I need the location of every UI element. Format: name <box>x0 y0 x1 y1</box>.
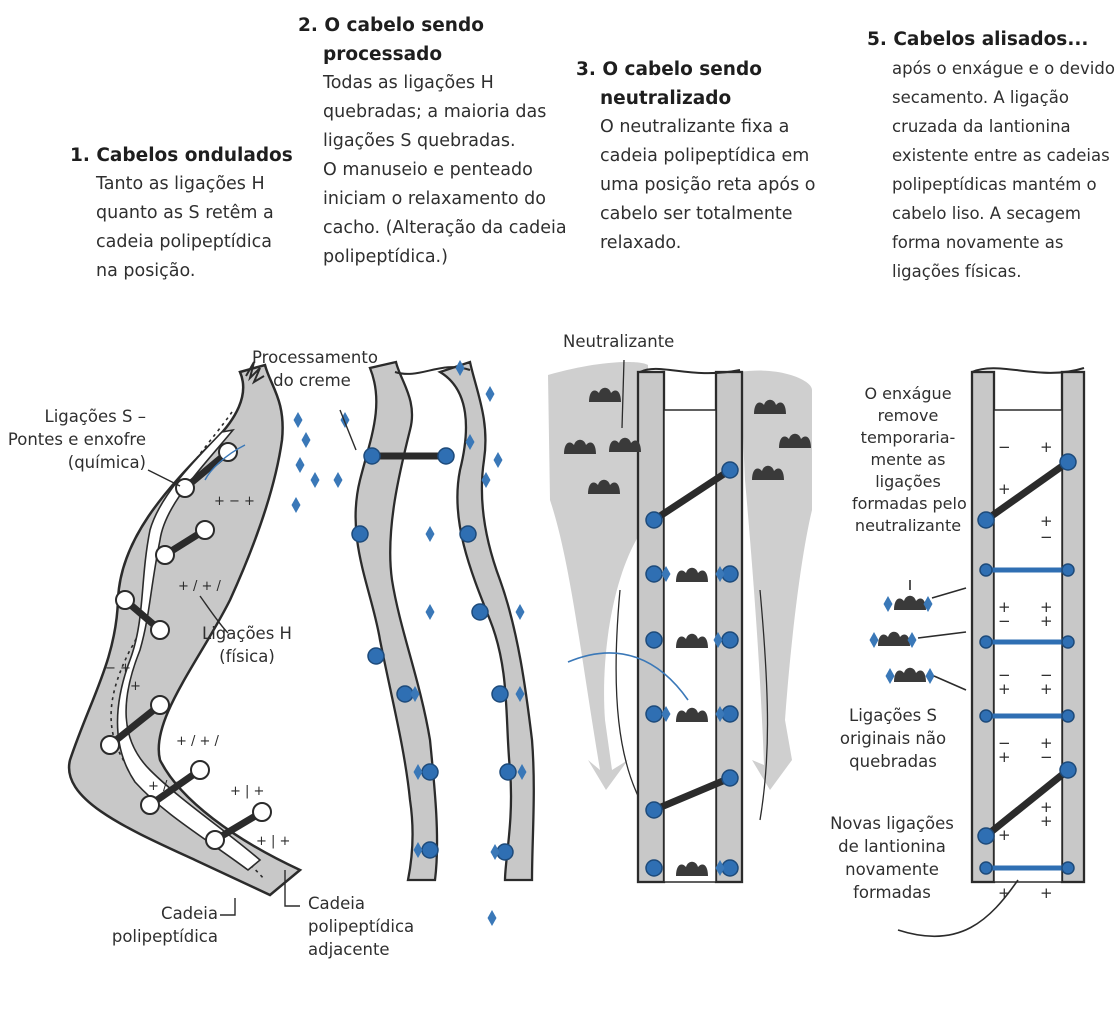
svg-text:+: + <box>1040 680 1053 698</box>
rinse-label-line: remove <box>852 405 964 427</box>
original-s-label-line: quebradas <box>828 750 958 773</box>
panel-2-text-line: ligações S quebradas. <box>323 127 567 156</box>
s-bonds-label: Ligações S – Pontes e enxofre (química) <box>0 405 146 474</box>
s-bonds-label-line: (química) <box>0 451 146 474</box>
cream-label-line: do creme <box>252 369 372 392</box>
panel-1-text-line: Tanto as ligações H <box>96 170 293 199</box>
h-bonds-label: Ligações H (física) <box>192 622 302 668</box>
panel-5-text-line: após o enxágue e o devido <box>892 54 1115 83</box>
h-bonds-label-line: (física) <box>192 645 302 668</box>
rinse-label-line: ligações <box>852 471 964 493</box>
svg-text:−: − <box>1040 748 1053 766</box>
s-bonds-label-line: Pontes e enxofre <box>0 428 146 451</box>
rinse-label-line: O enxágue <box>852 383 964 405</box>
svg-text:+ | +: + | + <box>230 784 264 799</box>
panel-5-text-line: polipeptídicas mantém o <box>892 170 1115 199</box>
panel-5-text-line: secamento. A ligação <box>892 83 1115 112</box>
chain-label-line: polipeptídica <box>92 925 218 948</box>
svg-text:+: + <box>998 480 1011 498</box>
svg-text:+: + <box>998 826 1011 844</box>
rinse-label-line: mente as <box>852 449 964 471</box>
chain-label: Cadeia polipeptídica <box>92 902 218 948</box>
h-bonds-label-line: Ligações H <box>192 622 302 645</box>
panel-1-text-line: quanto as S retêm a <box>96 199 293 228</box>
s-bonds-label-line: Ligações S – <box>0 405 146 428</box>
panel-3-text-line: cadeia polipeptídica em <box>600 142 816 171</box>
chain-label-line: Cadeia <box>92 902 218 925</box>
panel-2-processing-strands <box>292 360 534 926</box>
panel-3-heading: 3. O cabelo sendo <box>576 55 816 84</box>
svg-text:+ − +: + − + <box>214 494 255 509</box>
lanthionine-label: Novas ligações de lantionina novamente f… <box>822 812 962 904</box>
panel-5-caption: 5. Cabelos alisados... após o enxágue e … <box>867 25 1115 286</box>
svg-text:+: + <box>1040 438 1053 456</box>
adjacent-chain-label-line: adjacente <box>308 938 414 961</box>
panel-2-text-line: polipeptídica.) <box>323 243 567 272</box>
panel-2-text-line: quebradas; a maioria das <box>323 98 567 127</box>
panel-3-neutralizing <box>548 360 812 882</box>
panel-5-text-line: existente entre as cadeias <box>892 141 1115 170</box>
panel-3-caption: 3. O cabelo sendo neutralizado O neutral… <box>576 55 816 258</box>
panel-2-heading: 2. O cabelo sendo <box>298 11 567 40</box>
panel-2-caption: 2. O cabelo sendo processado Todas as li… <box>298 11 567 272</box>
lanthionine-label-line: Novas ligações <box>822 812 962 835</box>
neutralizer-label: Neutralizante <box>563 330 674 353</box>
svg-text:+ / + /: + / + / <box>176 734 220 749</box>
panel-1-text-line: cadeia polipeptídica <box>96 228 293 257</box>
svg-text:+ | +: + | + <box>256 834 290 849</box>
svg-text:−: − <box>998 612 1011 630</box>
svg-text:+: + <box>998 680 1011 698</box>
panel-2-heading: processado <box>323 40 567 69</box>
rinse-label: O enxágue remove temporaria- mente as li… <box>852 383 964 537</box>
svg-text:+ / +: + / + <box>148 779 182 794</box>
svg-text:−: − <box>1040 528 1053 546</box>
adjacent-chain-label: Cadeia polipeptídica adjacente <box>308 892 414 961</box>
original-s-label-line: Ligações S <box>828 704 958 727</box>
original-s-label-line: originais não <box>828 727 958 750</box>
svg-text:+: + <box>130 679 141 694</box>
svg-text:+ / + /: + / + / <box>178 579 222 594</box>
neutralizer-label-line: Neutralizante <box>563 330 674 353</box>
rinse-label-line: temporaria- <box>852 427 964 449</box>
panel-5-text-line: forma novamente as <box>892 228 1115 257</box>
rinse-label-line: formadas pelo <box>852 493 964 515</box>
panel-5-heading: 5. Cabelos alisados... <box>867 25 1115 54</box>
rinse-label-line: neutralizante <box>852 515 964 537</box>
svg-text:−: − <box>998 438 1011 456</box>
adjacent-chain-label-line: polipeptídica <box>308 915 414 938</box>
panel-3-heading: neutralizado <box>600 84 816 113</box>
panel-2-text-line: Todas as ligações H <box>323 69 567 98</box>
lanthionine-label-line: de lantionina <box>822 835 962 858</box>
cream-label-line: Processamento <box>252 346 372 369</box>
panel-2-text-line: cacho. (Alteração da cadeia <box>323 214 567 243</box>
panel-3-text-line: cabelo ser totalmente <box>600 200 816 229</box>
panel-2-text-line: iniciam o relaxamento do <box>323 185 567 214</box>
svg-text:+: + <box>1040 612 1053 630</box>
original-s-bonds-label: Ligações S originais não quebradas <box>828 704 958 773</box>
panel-5-text-line: cabelo liso. A secagem <box>892 199 1115 228</box>
cream-label: Processamento do creme <box>252 346 372 392</box>
svg-text:+: + <box>998 748 1011 766</box>
adjacent-chain-label-line: Cadeia <box>308 892 414 915</box>
panel-1-text-line: na posição. <box>96 257 293 286</box>
panel-1-caption: 1. Cabelos ondulados Tanto as ligações H… <box>70 141 293 286</box>
panel-1-heading: 1. Cabelos ondulados <box>70 141 293 170</box>
panel-2-text-line: O manuseio e penteado <box>323 156 567 185</box>
svg-text:+: + <box>1040 884 1053 902</box>
lanthionine-label-line: novamente <box>822 858 962 881</box>
lanthionine-label-line: formadas <box>822 881 962 904</box>
panel-3-text-line: uma posição reta após o <box>600 171 816 200</box>
panel-3-text-line: relaxado. <box>600 229 816 258</box>
svg-text:+: + <box>1040 812 1053 830</box>
panel-5-text-line: ligações físicas. <box>892 257 1115 286</box>
svg-text:− +: − + <box>105 661 131 676</box>
panel-5-text-line: cruzada da lantionina <box>892 112 1115 141</box>
panel-3-text-line: O neutralizante fixa a <box>600 113 816 142</box>
